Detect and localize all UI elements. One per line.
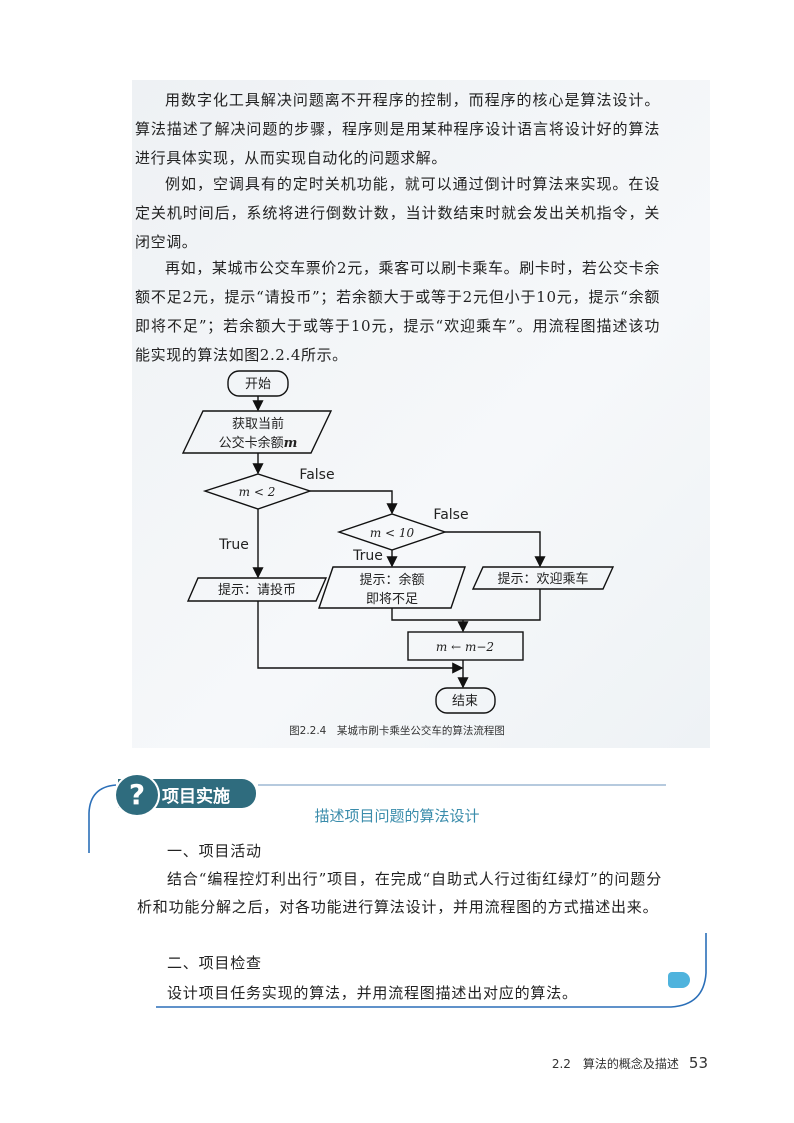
input-line1: 获取当前 (232, 416, 284, 432)
figure-caption: 图2.2.4 某城市刷卡乘坐公交车的算法流程图 (289, 725, 505, 737)
page-number: 53 (688, 1054, 708, 1072)
out3-label: 提示：欢迎乘车 (497, 571, 588, 587)
project-frame (88, 784, 707, 1008)
project-text-2: 设计项目任务实现的算法，并用流程图描述出对应的算法。 (167, 984, 578, 1002)
footer-section: 2.2 算法的概念及描述 (551, 1057, 679, 1071)
out1-label: 提示：请投币 (218, 582, 296, 598)
output-welcome (471, 566, 615, 590)
pointing-hand-icon (668, 972, 690, 988)
input-line2: 公交卡余额 (219, 435, 284, 451)
cond2-label: m < 10 (370, 526, 415, 540)
project-tab-label: 项目实施 (162, 787, 230, 807)
question-badge-icon: ? (114, 773, 160, 817)
assign-box (407, 631, 524, 661)
input-var: m (284, 436, 298, 451)
paragraph-2: 例如，空调具有的定时关机功能，就可以通过倒计时算法来实现。在设定关机时间后，系统… (135, 175, 660, 251)
page-footer: 2.2 算法的概念及描述 53 (552, 1054, 708, 1072)
false-label-2: False (433, 507, 468, 523)
project-title: 描述项目问题的算法设计 (314, 807, 480, 825)
end-label: 结束 (452, 694, 478, 709)
true-label-2: True (352, 548, 383, 564)
out2-line2: 即将不足 (366, 592, 418, 607)
input-parallelogram (181, 410, 333, 454)
project-text-1: 结合“编程控灯利出行”项目，在完成“自助式人行过街红绿灯”的问题分析和功能分解之… (137, 870, 662, 916)
project-heading-1: 一、项目活动 (167, 842, 262, 860)
output-low-balance (318, 566, 466, 609)
start-label: 开始 (245, 377, 271, 392)
paragraph-1: 用数字化工具解决问题离不开程序的控制，而程序的核心是算法设计。算法描述了解决问题… (135, 91, 660, 167)
false-label-1: False (299, 467, 334, 483)
paragraph-3: 再如，某城市公交车票价2元，乘客可以刷卡乘车。刷卡时，若公交卡余额不足2元，提示… (135, 259, 660, 364)
end-terminator (435, 687, 496, 714)
content-panel (132, 80, 710, 748)
assign-label: m ← m−2 (436, 640, 494, 654)
svg-text:公交卡余额m: 公交卡余额m (219, 435, 298, 451)
project-heading-2: 二、项目检查 (167, 954, 262, 972)
flowchart: 开始 获取当前 公交卡余额m m < 2 m < 10 False False … (181, 370, 615, 714)
output-insert-coin (186, 577, 328, 602)
cond1-label: m < 2 (239, 485, 276, 499)
true-label-1: True (218, 537, 249, 553)
out2-line1: 提示：余额 (359, 572, 424, 588)
